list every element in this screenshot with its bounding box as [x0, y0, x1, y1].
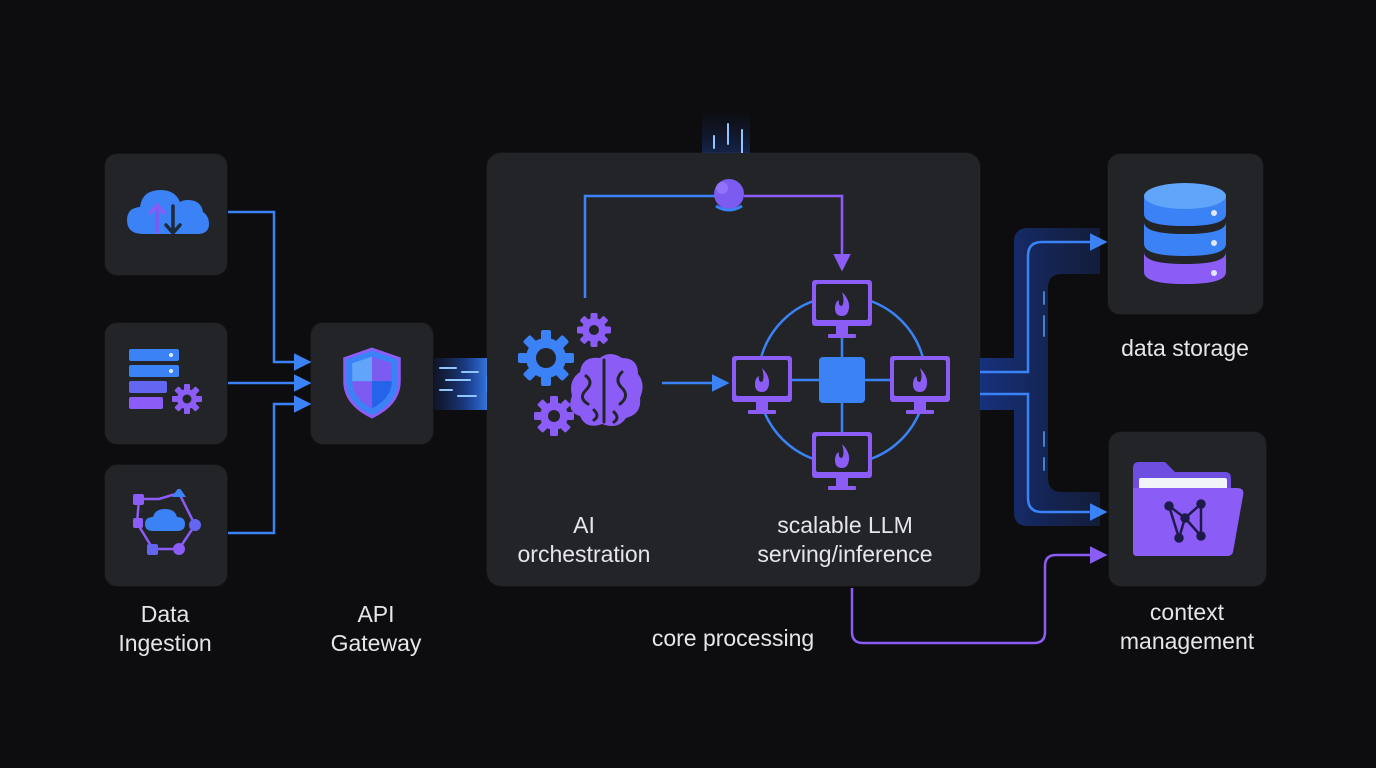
ai-orchestration-label-line1: AI: [573, 512, 595, 538]
ai-orchestration-label: AI orchestration: [494, 511, 674, 569]
gears-brain-icon: [518, 313, 643, 436]
context-management-label: context management: [1097, 598, 1277, 656]
inference-feed-line: [744, 194, 851, 272]
api-gateway-label: API Gateway: [296, 600, 456, 658]
gateway-beam-streaks: [439, 367, 479, 397]
inference-cluster: [732, 280, 950, 490]
ingestion-source-network-tile: [105, 465, 227, 586]
database-icon: [1144, 183, 1226, 284]
ingestion-source-cloud-tile: [105, 154, 227, 275]
data-ingestion-label-line2: Ingestion: [118, 630, 212, 656]
ingestion-connector-3: [228, 395, 312, 535]
cloud-sync-icon: [127, 190, 209, 235]
data-ingestion-label-line1: Data: [140, 601, 190, 627]
context-connector: [980, 392, 1108, 521]
shield-icon: [343, 347, 401, 419]
llm-serving-label-line2: serving/inference: [757, 541, 933, 567]
storage-connector: [980, 233, 1108, 374]
data-storage-label: data storage: [1121, 335, 1249, 361]
signal-node-icon: [714, 179, 744, 212]
llm-serving-label: scalable LLM serving/inference: [735, 511, 955, 569]
core-to-context-connector: [850, 546, 1108, 645]
api-gateway-tile: [311, 323, 433, 444]
monitor-flame-icon-left: [732, 356, 792, 414]
brain-shape: [570, 354, 643, 426]
context-management-label-line2: management: [1119, 628, 1255, 654]
api-gateway-label-line2: Gateway: [330, 630, 422, 656]
data-storage-tile: [1108, 154, 1263, 314]
monitor-flame-icon-right: [890, 356, 950, 414]
monitor-flame-icon-top: [812, 280, 872, 338]
gateway-beam: [434, 358, 488, 410]
output-spine: [980, 228, 1100, 526]
ingestion-connector-1: [228, 210, 312, 371]
ingestion-source-server-tile: [105, 323, 227, 444]
data-ingestion-label: Data Ingestion: [85, 600, 245, 658]
core-processing-label: core processing: [651, 625, 815, 651]
ai-orchestration-label-line2: orchestration: [517, 541, 651, 567]
llm-serving-label-line1: scalable LLM: [777, 512, 913, 538]
orchestration-feed-line: [583, 194, 716, 298]
context-management-tile: [1109, 432, 1266, 586]
context-management-label-line1: context: [1149, 599, 1225, 625]
folder-network-icon: [1133, 462, 1244, 556]
network-cloud-icon: [133, 489, 201, 555]
hub-node-icon: [819, 357, 865, 403]
monitor-flame-icon-bottom: [812, 432, 872, 490]
api-gateway-label-line1: API: [357, 601, 395, 627]
server-settings-icon: [129, 349, 202, 414]
